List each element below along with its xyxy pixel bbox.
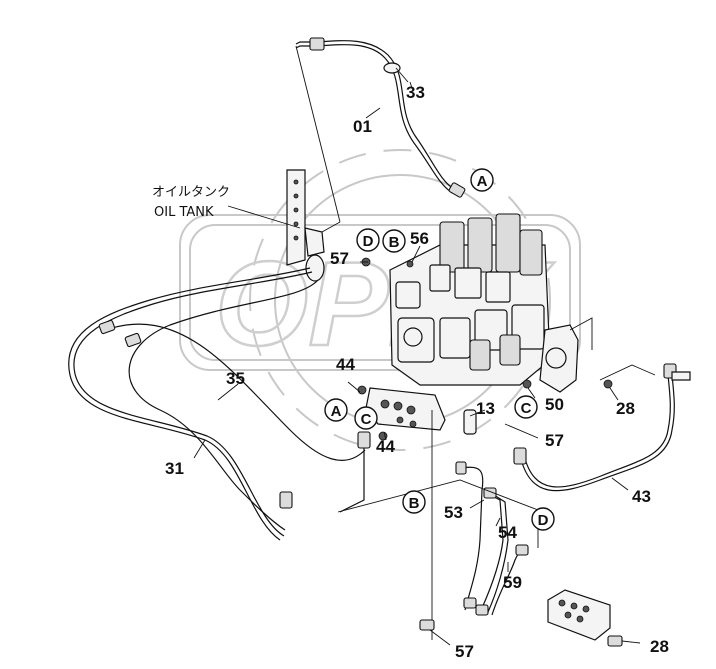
part-label-33: 33 (406, 83, 425, 102)
hose-01 (295, 37, 466, 233)
svg-text:C: C (361, 411, 372, 428)
part-label-59: 59 (503, 573, 522, 592)
oil-tank-bracket (286, 169, 325, 282)
hose-clamp-33 (383, 62, 401, 74)
svg-text:D: D (538, 512, 549, 529)
oil-tank-label-jp: オイルタンク (152, 185, 230, 200)
part-label-56: 56 (410, 229, 429, 248)
connector-c-left: C (354, 406, 378, 430)
part-label-57-bottom: 57 (455, 642, 474, 661)
oil-tank-label-en: OIL TANK (154, 205, 214, 220)
svg-text:B: B (409, 495, 420, 512)
connector-c-right: C (514, 395, 538, 419)
connector-d-bottom: D (531, 507, 555, 531)
control-valve (357, 213, 593, 441)
manifold-block (365, 387, 477, 640)
connector-d-top: D (356, 228, 380, 252)
connector-a-top: A (470, 168, 494, 192)
part-label-31: 31 (165, 459, 184, 478)
part-label-28-bottom: 28 (650, 637, 669, 656)
leader-lines (193, 81, 641, 646)
oil-tank-leader (227, 205, 301, 229)
part-label-54: 54 (498, 523, 517, 542)
hose-35-31 (68, 267, 371, 541)
part-label-01: 01 (353, 117, 372, 136)
part-label-50: 50 (545, 395, 564, 414)
part-label-43: 43 (632, 487, 651, 506)
hose-43 (513, 363, 691, 492)
part-label-53: 53 (444, 503, 463, 522)
connector-b-top: B (382, 229, 406, 253)
connector-b-bottom: B (402, 490, 426, 514)
connector-a-left: A (324, 398, 348, 422)
part-label-57-top: 57 (330, 249, 349, 268)
part-label-13: 13 (476, 399, 495, 418)
pilot-lines-53-54-59 (337, 461, 539, 631)
part-label-44-top: 44 (336, 355, 355, 374)
part-label-57-mid: 57 (545, 431, 564, 450)
auxiliary-block (547, 589, 623, 647)
svg-text:D: D (363, 233, 374, 250)
part-label-44-bottom: 44 (376, 437, 395, 456)
svg-text:A: A (331, 403, 342, 420)
part-label-35: 35 (226, 369, 245, 388)
svg-text:A: A (477, 173, 488, 190)
svg-text:C: C (521, 400, 532, 417)
part-label-28-right: 28 (616, 399, 635, 418)
svg-text:B: B (389, 234, 400, 251)
